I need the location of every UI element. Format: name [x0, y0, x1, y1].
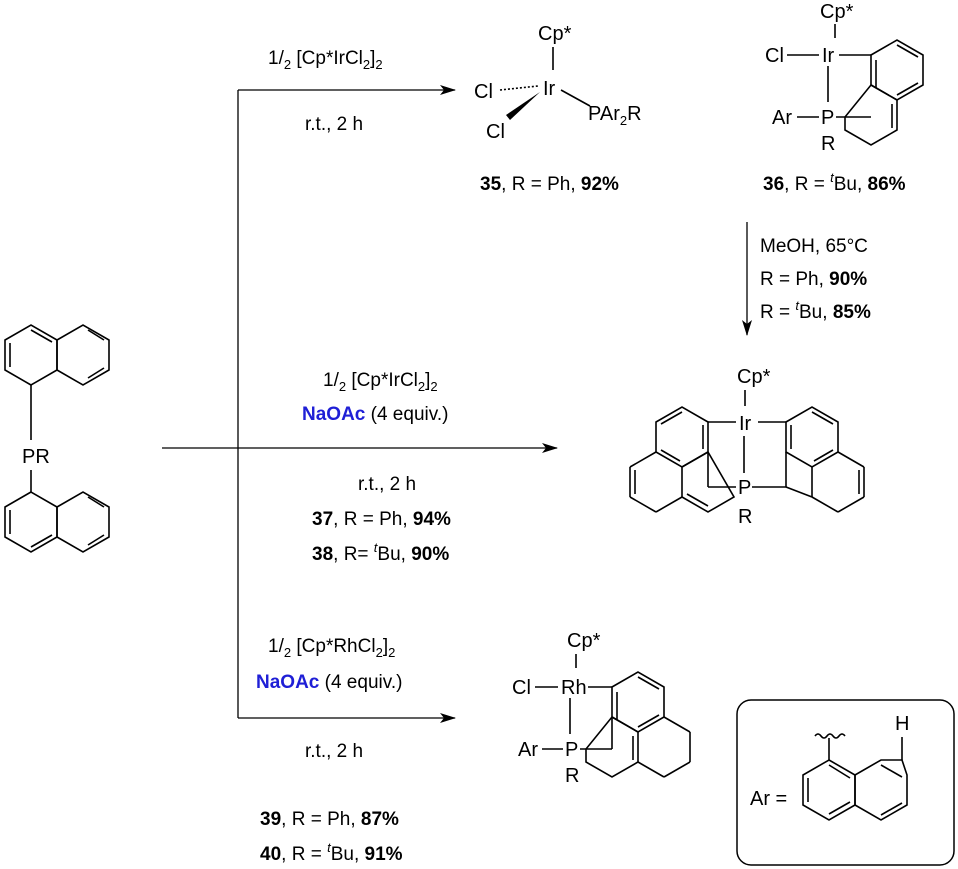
atom-pr: PR — [22, 446, 50, 468]
svg-text:Cl: Cl — [486, 121, 505, 143]
svg-text:Cl: Cl — [765, 45, 784, 67]
svg-text:P: P — [565, 739, 578, 761]
svg-text:Cp*: Cp* — [737, 366, 771, 388]
middle-reagent: 1/2 [Cp*IrCl2]2 — [323, 370, 438, 394]
svg-text:Cl: Cl — [512, 677, 531, 699]
product-37-label: 37, R = Ph, 94% — [312, 509, 451, 530]
svg-text:Ar =: Ar = — [750, 788, 787, 810]
svg-text:R: R — [821, 133, 835, 155]
svg-text:R: R — [738, 506, 752, 528]
compound-39-40: Cp* Rh Cl P Ar R — [512, 630, 691, 787]
compound-35: Cp* Ir Cl Cl PAr2R — [474, 23, 642, 143]
top-reagent: 1/2 [Cp*IrCl2]2 — [268, 48, 383, 72]
ar-definition-box: Ar = H — [736, 699, 955, 866]
svg-text:Ir: Ir — [543, 78, 556, 100]
middle-conditions: r.t., 2 h — [358, 474, 416, 495]
bottom-reagent: 1/2 [Cp*RhCl2]2 — [268, 636, 395, 660]
top-conditions: r.t., 2 h — [305, 114, 363, 135]
svg-text:Cp*: Cp* — [567, 630, 601, 652]
reaction-arrows — [162, 85, 752, 723]
svg-text:Cp*: Cp* — [538, 23, 572, 45]
svg-text:Cp*: Cp* — [820, 1, 854, 23]
compound-36-label: 36, R = tBu, 86% — [763, 170, 906, 195]
svg-text:Cl: Cl — [474, 81, 493, 103]
svg-text:R: R — [565, 765, 579, 787]
product-39-label: 39, R = Ph, 87% — [260, 809, 399, 830]
product-38-label: 38, R= tBu, 90% — [312, 540, 449, 565]
middle-additive: NaOAc (4 equiv.) — [302, 404, 448, 425]
svg-text:Ir: Ir — [739, 413, 752, 435]
svg-text:P: P — [821, 107, 834, 129]
svg-text:Ar: Ar — [518, 739, 538, 761]
compound-37-38: Cp* Ir P R — [629, 366, 865, 528]
vertical-conditions-3: R = tBu, 85% — [760, 298, 871, 323]
vertical-conditions-2: R = Ph, 90% — [760, 269, 867, 290]
bottom-additive: NaOAc (4 equiv.) — [256, 672, 402, 693]
bottom-conditions: r.t., 2 h — [305, 741, 363, 762]
compound-36: Cp* Ir Cl P Ar R — [765, 1, 924, 155]
svg-text:P: P — [738, 477, 751, 499]
vertical-conditions-1: MeOH, 65°C — [760, 236, 868, 257]
svg-text:H: H — [895, 713, 909, 735]
svg-text:PAr2R: PAr2R — [588, 103, 642, 128]
svg-text:Ar: Ar — [772, 107, 792, 129]
starting-material: PR — [4, 324, 110, 553]
compound-35-label: 35, R = Ph, 92% — [480, 174, 619, 195]
svg-text:Rh: Rh — [561, 677, 587, 699]
svg-text:Ir: Ir — [822, 45, 835, 67]
product-40-label: 40, R = tBu, 91% — [260, 840, 403, 865]
